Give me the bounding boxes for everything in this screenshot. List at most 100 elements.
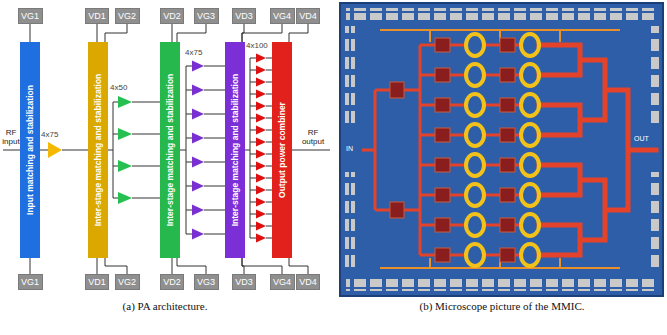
bias-pad: VD1 (85, 274, 109, 290)
pad-label: VG2 (118, 277, 136, 287)
matching-ring (521, 94, 539, 116)
bond-pads (345, 172, 355, 272)
pad-label: VG4 (273, 11, 291, 21)
amplifier-triangle (192, 61, 204, 72)
chip-die (340, 3, 663, 296)
device-size: 4x75 (41, 131, 65, 140)
pad-label: VD3 (235, 11, 253, 21)
subfigure-caption: (b) Microscope picture of the MMIC. (352, 300, 652, 312)
pad-marking: IN (346, 145, 360, 153)
bias-pad: VD4 (296, 8, 320, 24)
output-combiner-band: Output power combiner (272, 42, 292, 258)
transistor-cell (500, 98, 515, 112)
transistor-cell (500, 158, 515, 172)
amplifier-triangle (192, 229, 204, 240)
matching-ring (466, 64, 484, 86)
bias-pad: VG2 (115, 274, 140, 290)
transistor-cell (500, 38, 515, 52)
transistor-cell (500, 218, 515, 232)
amplifier-triangle (256, 78, 266, 87)
pad-label: VG3 (197, 277, 215, 287)
bond-pads (345, 26, 355, 126)
rf-input-wire (3, 150, 20, 151)
bias-pad: VD4 (296, 274, 320, 290)
amplifier-triangle (118, 192, 132, 204)
bias-line (242, 258, 282, 274)
bias-line (105, 24, 127, 42)
device-size: 4x100 (246, 42, 272, 51)
transistor-cell (500, 188, 515, 202)
amplifier-triangle (256, 198, 266, 207)
transistor-cell (435, 98, 450, 112)
amplifier-triangle (256, 210, 266, 219)
bias-pad: VD2 (160, 274, 184, 290)
matching-ring (466, 94, 484, 116)
stage-wire (40, 150, 88, 151)
interstage-matching-band: Inter-stage matching and stabilization (160, 42, 180, 258)
pad-label: VD4 (299, 277, 317, 287)
bias-line (172, 24, 173, 42)
bias-line (289, 24, 308, 42)
bias-line (97, 24, 98, 42)
matching-ring (521, 34, 539, 56)
amplifier-triangle (256, 126, 266, 135)
amplifier-triangle (256, 162, 266, 171)
amplifier-triangle (192, 109, 204, 120)
bias-line (30, 258, 31, 274)
matching-ring (466, 154, 484, 176)
pad-label: VD1 (88, 11, 106, 21)
amplifier-triangle (118, 128, 132, 140)
bias-line (242, 24, 282, 42)
block-label: Inter-stage matching and stabilization (93, 74, 103, 227)
pad-label: VD1 (88, 277, 106, 287)
block-label: Output power combiner (277, 102, 287, 198)
transistor-cell (390, 202, 404, 218)
device-size: 4x75 (185, 49, 211, 58)
bias-pad: VG4 (270, 8, 295, 24)
port-label: RF input (1, 129, 21, 147)
bias-pad: VD3 (232, 274, 256, 290)
bias-pad: VG3 (194, 8, 219, 24)
amplifier-triangle (192, 205, 204, 216)
matching-ring (521, 244, 539, 266)
matching-ring (466, 34, 484, 56)
amplifier-triangle (256, 66, 266, 75)
bias-pad: VD1 (85, 8, 109, 24)
bias-line (289, 258, 308, 274)
amplifier-triangle (256, 114, 266, 123)
bias-pad: VG3 (194, 274, 219, 290)
pad-label: VD2 (163, 11, 181, 21)
pad-label: VG2 (118, 11, 136, 21)
matching-ring (466, 214, 484, 236)
amplifier-triangle (256, 54, 266, 63)
bias-pad: VG2 (115, 8, 140, 24)
bond-pads (346, 279, 658, 291)
input-matching-band: Input matching and stabilization (20, 42, 40, 258)
transistor-cell (500, 128, 515, 142)
transistor-cell (500, 68, 515, 82)
amplifier-triangle (118, 96, 132, 108)
pad-label: VD3 (235, 277, 253, 287)
rf-trace (362, 45, 521, 255)
pad-label: VG4 (273, 277, 291, 287)
port-label: RF output (296, 129, 330, 147)
transistor-cell (435, 38, 450, 52)
pad-label: VD4 (299, 11, 317, 21)
interstage-matching-band: Inter-stage matching and stabilization (225, 42, 245, 258)
transistor-cell (500, 248, 515, 262)
matching-ring (521, 214, 539, 236)
bias-line (177, 24, 206, 42)
bond-pads (650, 172, 660, 272)
device-size: 4x50 (110, 84, 136, 93)
block-label: Inter-stage matching and stabilization (165, 74, 175, 227)
bias-pad: VG1 (18, 8, 43, 24)
transistor-cell (435, 248, 450, 262)
subfigure-caption: (a) PA architecture. (40, 300, 290, 312)
amplifier-triangle (118, 160, 132, 172)
pad-label: VG3 (197, 11, 215, 21)
bias-pad: VD2 (160, 8, 184, 24)
amplifier-triangle (256, 174, 266, 183)
block-label: Inter-stage matching and stabilization (230, 74, 240, 227)
matching-ring (521, 154, 539, 176)
amplifier-triangle (192, 133, 204, 144)
